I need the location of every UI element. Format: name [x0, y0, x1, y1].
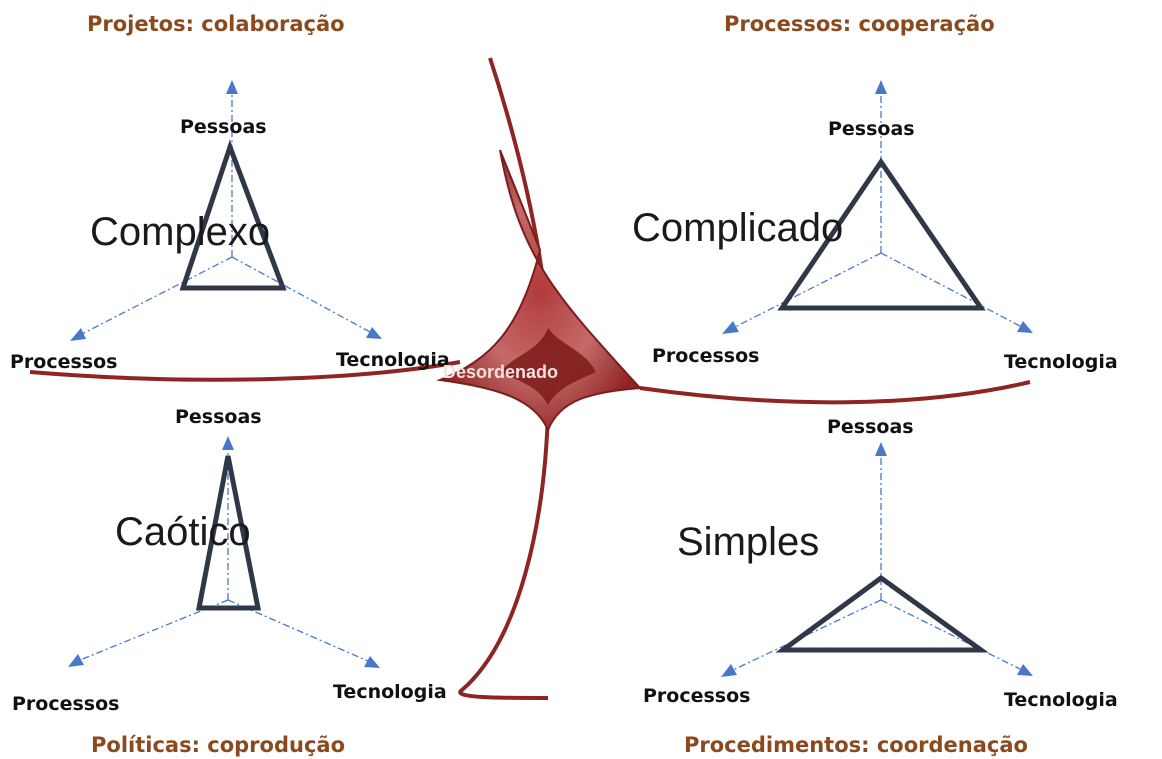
boundary-arm-bottom [458, 409, 550, 700]
triangle-chaotic [195, 455, 262, 611]
triangle-complex [179, 139, 287, 291]
arrow-up-icon [875, 80, 887, 94]
axis-technology [880, 599, 1021, 670]
label-people: Pessoas [828, 118, 915, 140]
axis-processes [734, 252, 882, 328]
quadrant-simple: Pessoas Processos Tecnologia Simples [643, 416, 1118, 711]
arrow-down-left-icon [70, 328, 86, 341]
arrow-down-left-icon [721, 664, 737, 677]
boundary-arm-right [639, 380, 1031, 405]
label-technology: Tecnologia [333, 681, 447, 703]
arrow-up-icon [226, 80, 238, 94]
arrow-down-left-icon [722, 321, 739, 334]
arrow-down-right-icon [364, 656, 380, 668]
label-processes: Processos [652, 345, 759, 367]
domain-disorder: Desordenado [443, 362, 558, 382]
header-bottom-right: Procedimentos: coordenação [684, 733, 1028, 757]
disorder-core [500, 328, 596, 405]
label-technology: Tecnologia [1004, 689, 1118, 711]
arrow-up-icon [875, 442, 887, 456]
label-processes: Processos [643, 685, 750, 707]
label-people: Pessoas [175, 406, 262, 428]
label-technology: Tecnologia [336, 349, 450, 371]
arrow-down-left-icon [68, 654, 84, 667]
label-processes: Processos [12, 693, 119, 715]
arrow-down-right-icon [1017, 664, 1033, 676]
boundary-arm-left [29, 360, 461, 382]
quadrant-complex: Pessoas Processos Tecnologia Complexo [10, 80, 450, 373]
domain-complex: Complexo [90, 210, 270, 254]
axis-technology [231, 256, 371, 333]
domain-complicated: Complicado [632, 206, 843, 250]
quadrant-chaotic: Pessoas Processos Tecnologia Caótico [12, 406, 447, 715]
domain-chaotic: Caótico [115, 510, 251, 554]
cynefin-boundary [29, 57, 1031, 700]
header-bottom-left: Políticas: coprodução [91, 733, 345, 757]
axis-technology [880, 252, 1021, 327]
label-people: Pessoas [180, 116, 267, 138]
label-people: Pessoas [827, 416, 914, 438]
disorder-zone [436, 149, 643, 433]
label-processes: Processos [10, 351, 117, 373]
label-technology: Tecnologia [1004, 351, 1118, 373]
arrow-up-icon [222, 436, 234, 450]
domain-simple: Simples [677, 520, 819, 564]
triangle-simple [775, 574, 989, 653]
header-top-left: Projetos: colaboração [87, 12, 345, 36]
axis-processes [81, 256, 233, 335]
quadrant-complicated: Pessoas Processos Tecnologia Complicado [632, 80, 1118, 373]
arrow-down-right-icon [1017, 321, 1033, 333]
header-top-right: Processos: cooperação [724, 12, 995, 36]
arrow-down-right-icon [366, 327, 382, 339]
triangle-complicated [777, 157, 986, 311]
